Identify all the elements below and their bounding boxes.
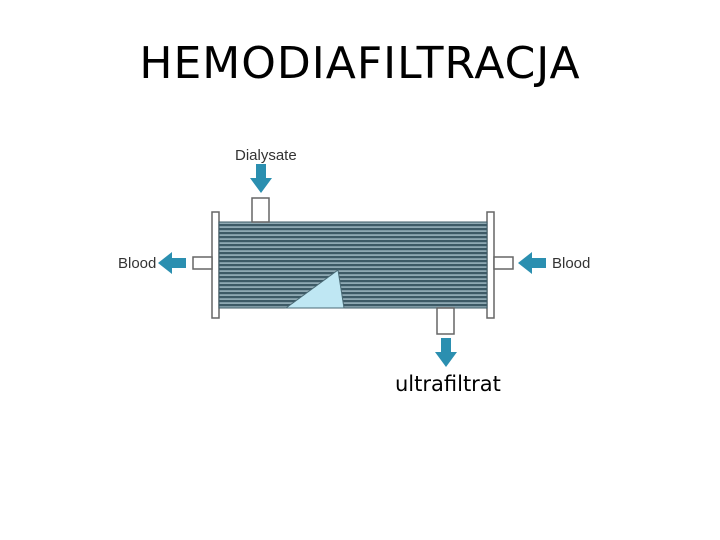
fiber-bundle <box>218 221 488 309</box>
blood-outflow-arrow-icon <box>158 252 186 274</box>
ultrafiltrate-outlet-port <box>436 307 455 335</box>
membrane-cutaway <box>284 269 345 309</box>
label-blood-out: Blood <box>118 255 156 272</box>
blood-inflow-arrow-icon <box>518 252 546 274</box>
left-end-plate <box>211 211 220 319</box>
label-dialysate: Dialysate <box>235 147 297 164</box>
dialysate-inlet-port <box>251 197 270 223</box>
ultrafiltrate-outflow-arrow-icon <box>435 338 457 367</box>
label-blood-in: Blood <box>552 255 590 272</box>
label-ultrafiltrate: ultrafiltrat <box>395 372 501 396</box>
blood-inlet-port <box>493 256 514 270</box>
dialysate-inflow-arrow-icon <box>250 164 272 193</box>
right-end-plate <box>486 211 495 319</box>
blood-outlet-port <box>192 256 213 270</box>
slide-title: HEMODIAFILTRACJA <box>139 38 581 89</box>
